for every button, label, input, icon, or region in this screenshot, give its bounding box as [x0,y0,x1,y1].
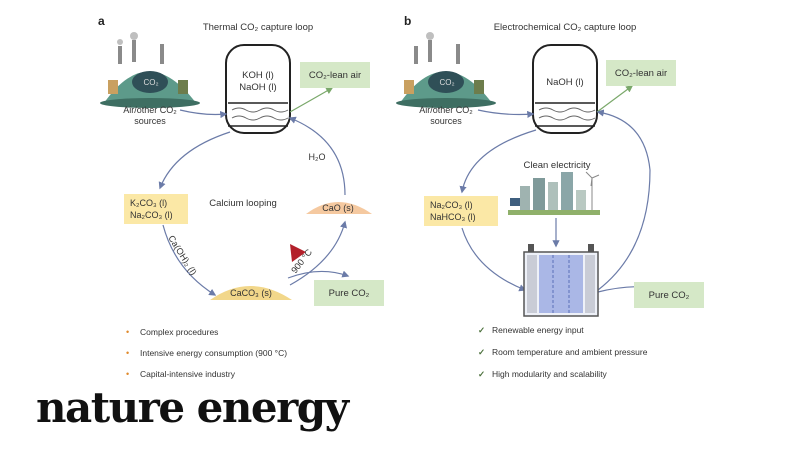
lean-air-box-a: CO₂-lean air [300,62,370,88]
earth-factory-illustration-b [396,32,496,108]
carbonates-box-b: Na₂CO₃ (l)NaHCO₃ (l) [424,196,498,226]
arrow-cao-to-reactor [288,116,346,196]
arrow-reactor-to-lean-air-b [596,85,634,113]
cao-label: CaO (s) [322,203,354,213]
arrow-to-pure-co2-a [287,270,350,279]
panel-title-a: Thermal CO₂ capture loop [202,22,314,33]
water-label: H₂O [308,152,326,162]
panel-letter-b: b [404,14,412,28]
co2-earth-label-b: CO₂ [439,78,455,87]
bullet-a-2: •Capital-intensive industry [126,369,235,379]
carbonates-box-a: K₂CO₃ (l)Na₂CO₃ (l) [124,194,188,224]
pure-co2-box-a: Pure CO₂ [314,280,384,306]
heat-triangle [290,244,306,262]
electrochemical-cell [523,244,599,317]
co2-earth-label-a: CO₂ [143,78,159,87]
arrow-reactor-to-lean-air-a [289,87,334,113]
bullet-b-1: ✓Room temperature and ambient pressure [478,347,648,357]
calcium-looping-label: Calcium looping [209,198,277,209]
caco3-label: CaCO₃ (s) [230,288,272,298]
bullet-a-0: •Complex procedures [126,327,219,337]
bullet-b-2: ✓High modularity and scalability [478,369,607,379]
arrow-cell-to-reactor [596,109,651,291]
arrow-carbonates-to-caco3 [162,224,217,296]
reactor-vessel-b [532,44,598,134]
arrow-source-to-reactor-b [477,109,535,119]
panel-title-b: Electrochemical CO₂ capture loop [493,22,637,33]
arrow-reactor-to-carbonates-b [459,129,537,194]
city-skyline-illustration [508,171,600,215]
cao-pile [306,202,372,214]
nature-energy-logo: nature energy [36,383,349,432]
earth-factory-illustration-a [100,32,200,108]
arrow-reactor-to-carbonates-a [158,131,231,190]
reactor-contents-a: KOH (l)NaOH (l) [239,70,277,93]
arrow-carbonates-to-cell [461,227,527,292]
panel-letter-a: a [98,14,105,28]
reactor-contents-b: NaOH (l) [546,77,584,88]
reactor-vessel-a [225,44,291,134]
arrow-caco3-to-cao [289,220,348,286]
caco3-pile [210,286,292,300]
pure-co2-box-b: Pure CO₂ [634,282,704,308]
arrow-source-to-reactor-a [179,109,228,119]
bullet-b-0: ✓Renewable energy input [478,325,584,335]
clean-electricity-label: Clean electricity [523,160,591,171]
bullet-a-1: •Intensive energy consumption (900 °C) [126,348,288,358]
lean-air-box-b: CO₂-lean air [606,60,676,86]
